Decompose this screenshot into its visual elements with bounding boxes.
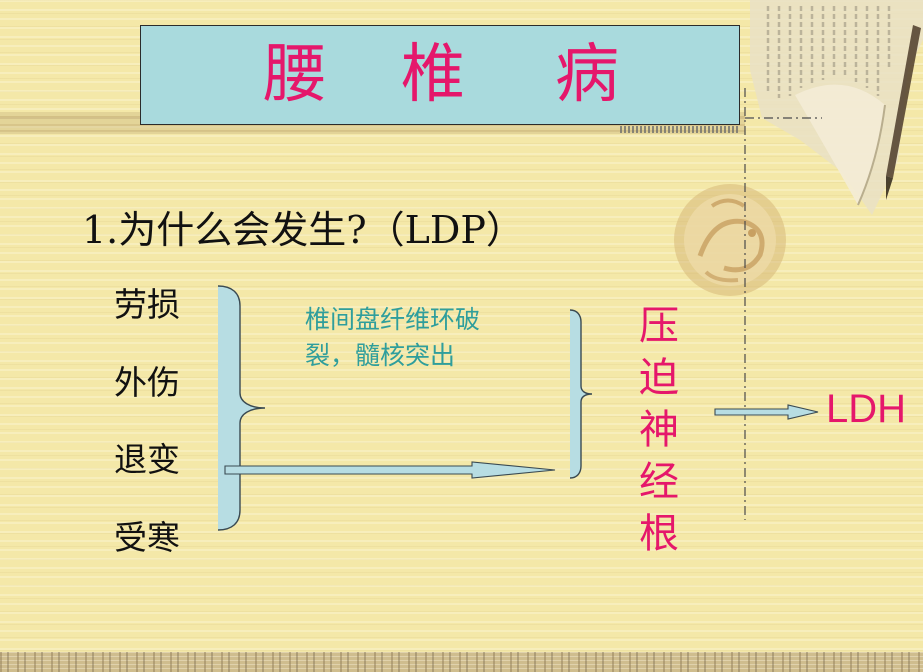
result-label: LDH [826,387,907,431]
mechanism-text: 椎间盘纤维环破 裂，髓核突出 [305,302,480,374]
left-brace [217,285,266,531]
title-char: 病 [555,38,619,112]
mechanism-line: 裂，髓核突出 [305,341,456,370]
seal-emblem-icon [674,184,786,296]
cause-item: 劳损 [114,285,180,324]
cause-item: 退变 [114,440,180,479]
bottom-texture-strip [0,652,923,672]
title-char: 腰 [263,38,327,112]
barcode-strip [620,126,740,133]
title-box: 腰 椎 病 [140,25,740,125]
cause-item: 外伤 [114,363,180,402]
cause-item: 受寒 [114,518,180,557]
ancient-book-icon [750,0,923,215]
title-char: 椎 [401,38,465,112]
result-arrow [714,404,819,420]
mechanism-line: 椎间盘纤维环破 [305,305,481,334]
question-heading: 1.为什么会发生?（LDP） [82,208,524,252]
cause-arrow [224,461,556,479]
middle-brace [569,309,593,479]
dashed-guide-lines [744,88,822,520]
effect-text: 压迫神经根 [632,304,678,564]
